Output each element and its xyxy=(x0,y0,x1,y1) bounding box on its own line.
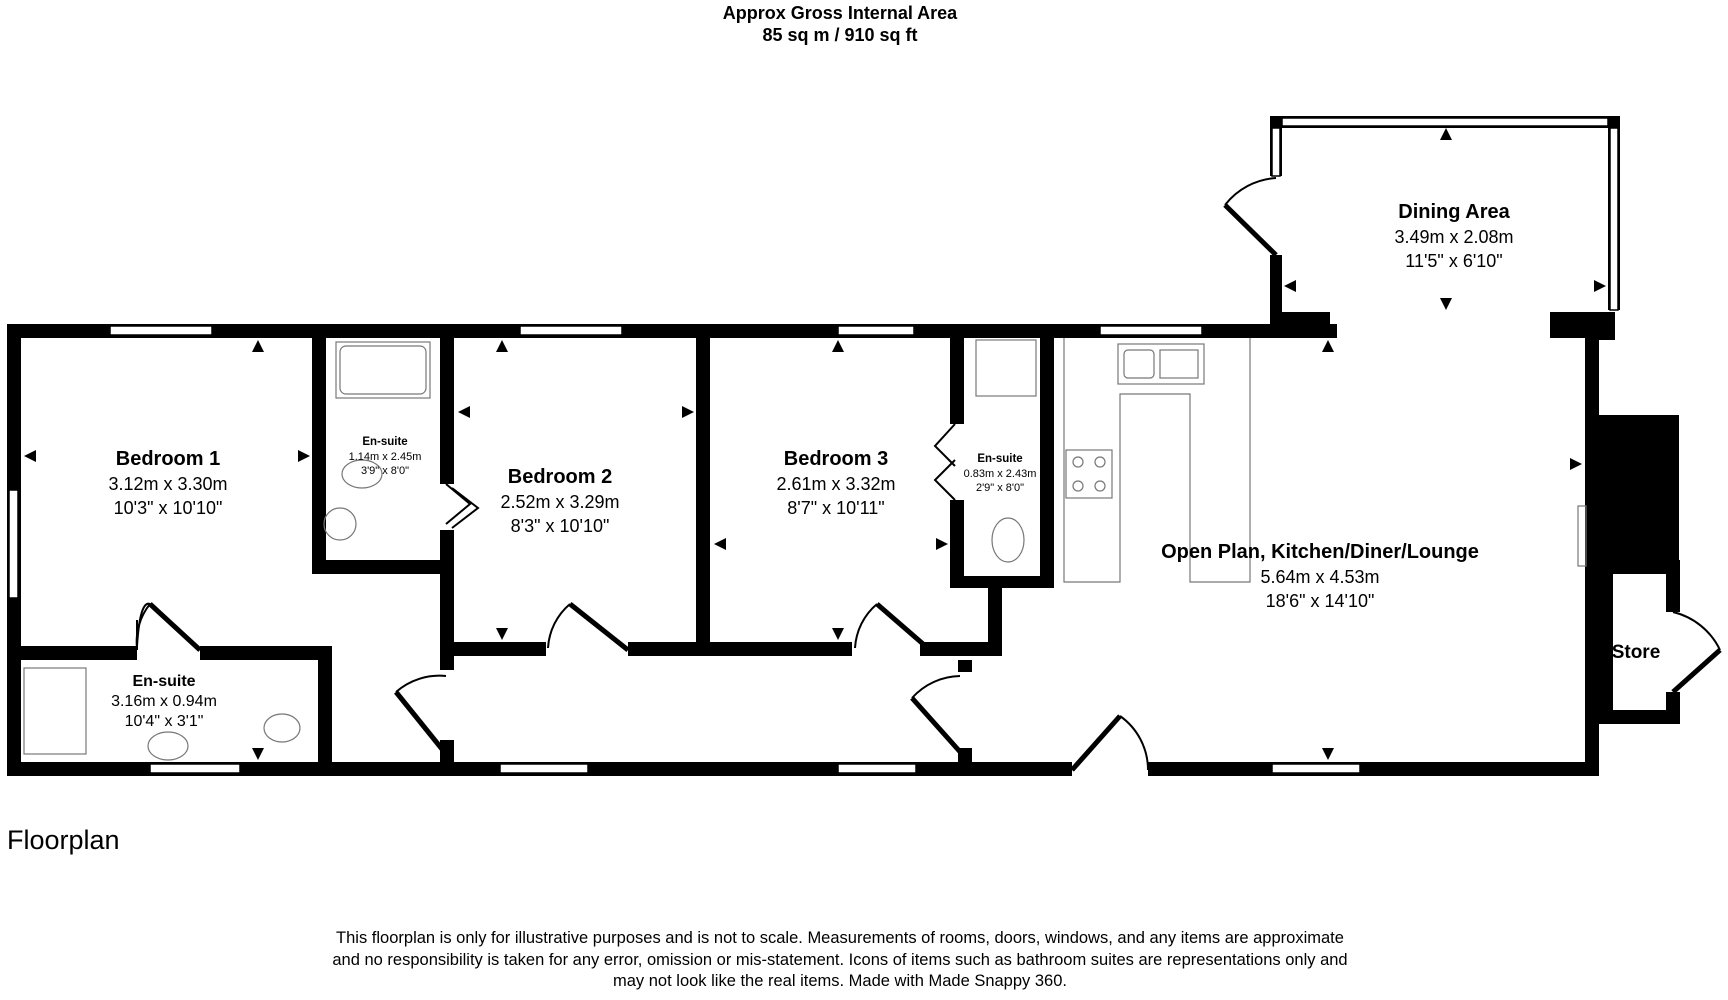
disclaimer-line3: may not look like the real items. Made w… xyxy=(613,972,1067,990)
toilet-ensuite2 xyxy=(263,713,301,743)
area-title: Approx Gross Internal Area xyxy=(722,3,958,23)
window-bedroom1 xyxy=(109,325,213,336)
window-lounge xyxy=(1271,763,1361,774)
door-dining xyxy=(1223,203,1278,257)
window-dining-right xyxy=(1609,127,1619,311)
sink-kitchen xyxy=(1117,343,1205,385)
bedroom1-imperial: 10'3" x 10'10" xyxy=(114,498,223,518)
window-kitchen xyxy=(1099,325,1203,336)
bedroom2-name: Bedroom 2 xyxy=(508,466,612,488)
openplan-metric: 5.64m x 4.53m xyxy=(1260,567,1379,587)
ensuite3-imperial: 2'9" x 8'0" xyxy=(976,482,1024,494)
ensuite2-imperial: 10'4" x 3'1" xyxy=(125,713,204,730)
dining-imperial: 11'5" x 6'10" xyxy=(1405,251,1502,271)
fireplace-hearth xyxy=(1577,505,1587,567)
window-hall2 xyxy=(837,763,917,774)
measurement-arrows xyxy=(24,128,1606,760)
bedroom3-imperial: 8'7" x 10'11" xyxy=(787,498,884,518)
windows xyxy=(8,117,1619,774)
bedroom1-name: Bedroom 1 xyxy=(116,448,220,470)
ensuite1-name: En-suite xyxy=(362,436,407,448)
shower-ensuite3 xyxy=(975,339,1037,397)
window-hall1 xyxy=(499,763,589,774)
disclaimer-line2: and no responsibility is taken for any e… xyxy=(332,950,1348,969)
kitchen-counter xyxy=(1063,338,1251,583)
door-hall-left xyxy=(395,674,447,693)
ensuite3-metric: 0.83m x 2.43m xyxy=(964,468,1037,480)
interior-walls xyxy=(7,324,1054,776)
window-dining-left xyxy=(1271,127,1281,177)
bedroom2-imperial: 8'3" x 10'10" xyxy=(511,516,610,536)
openplan-imperial: 18'6" x 14'10" xyxy=(1266,591,1375,611)
window-bedroom3 xyxy=(837,325,915,336)
disclaimer: This floorplan is only for illustrative … xyxy=(240,928,1440,993)
bedroom2-metric: 2.52m x 3.29m xyxy=(500,492,619,512)
window-bedroom1-side xyxy=(8,489,19,599)
fixtures xyxy=(23,338,1587,761)
bedroom1-metric: 3.12m x 3.30m xyxy=(108,474,227,494)
basin-ensuite1 xyxy=(323,507,357,541)
ensuite1-metric: 1.14m x 2.45m xyxy=(349,451,422,463)
shower-ensuite2 xyxy=(23,667,87,755)
window-dining-top xyxy=(1281,117,1609,127)
bath-ensuite1 xyxy=(335,341,431,399)
toilet-ensuite3 xyxy=(991,517,1025,563)
door-ensuite1-bifold xyxy=(445,483,480,529)
door-bedroom2 xyxy=(547,603,571,649)
door-store xyxy=(1671,648,1722,694)
door-ensuite3-bifold xyxy=(933,423,956,501)
door-hall-right xyxy=(911,675,961,699)
store-name: Store xyxy=(1612,642,1661,663)
bedroom3-metric: 2.61m x 3.32m xyxy=(776,474,895,494)
ensuite3-name: En-suite xyxy=(977,453,1022,465)
window-ensuite2 xyxy=(149,763,241,774)
ensuite1-imperial: 3'9" x 8'0" xyxy=(361,465,409,477)
openplan-name: Open Plan, Kitchen/Diner/Lounge xyxy=(1161,541,1479,563)
disclaimer-line1: This floorplan is only for illustrative … xyxy=(336,929,1344,947)
ensuite2-name: En-suite xyxy=(132,673,195,690)
room-labels: Bedroom 1 3.12m x 3.30m 10'3" x 10'10" B… xyxy=(108,201,1660,730)
bedroom3-name: Bedroom 3 xyxy=(784,448,888,470)
hob xyxy=(1065,449,1113,499)
doors xyxy=(135,177,1722,772)
window-bedroom2 xyxy=(519,325,623,336)
basin-ensuite2 xyxy=(147,731,189,761)
ensuite2-metric: 3.16m x 0.94m xyxy=(111,693,217,710)
floorplan-label: Floorplan xyxy=(7,825,120,855)
dining-metric: 3.49m x 2.08m xyxy=(1394,227,1513,247)
area-figures: 85 sq m / 910 sq ft xyxy=(762,25,918,45)
dining-name: Dining Area xyxy=(1398,201,1510,223)
toilet-ensuite1 xyxy=(341,459,383,489)
door-bedroom3 xyxy=(854,603,878,649)
